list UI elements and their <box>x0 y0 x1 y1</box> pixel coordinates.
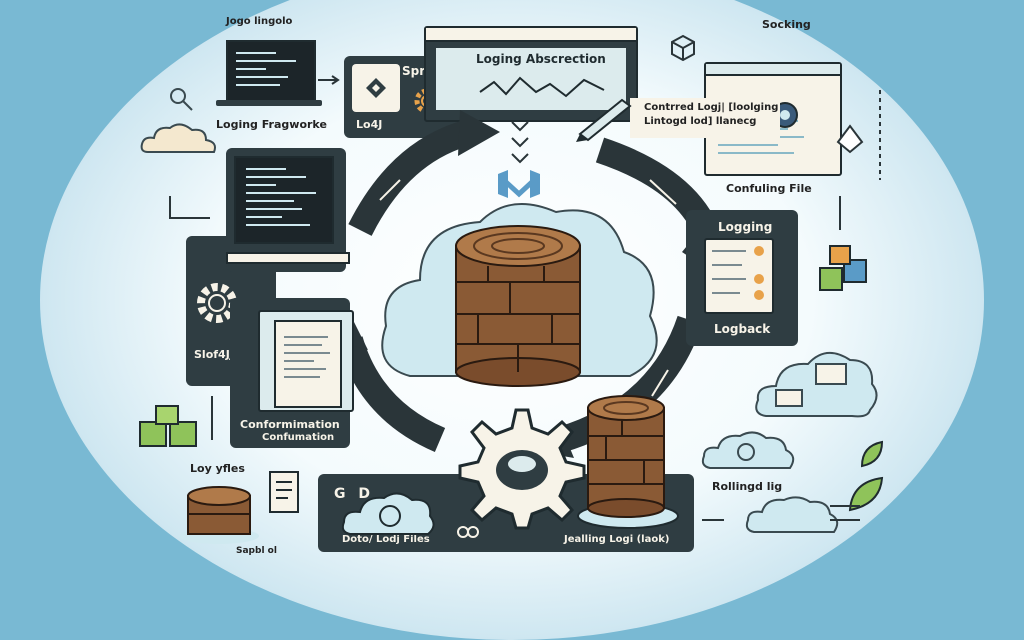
connector-arrows <box>0 0 1024 585</box>
